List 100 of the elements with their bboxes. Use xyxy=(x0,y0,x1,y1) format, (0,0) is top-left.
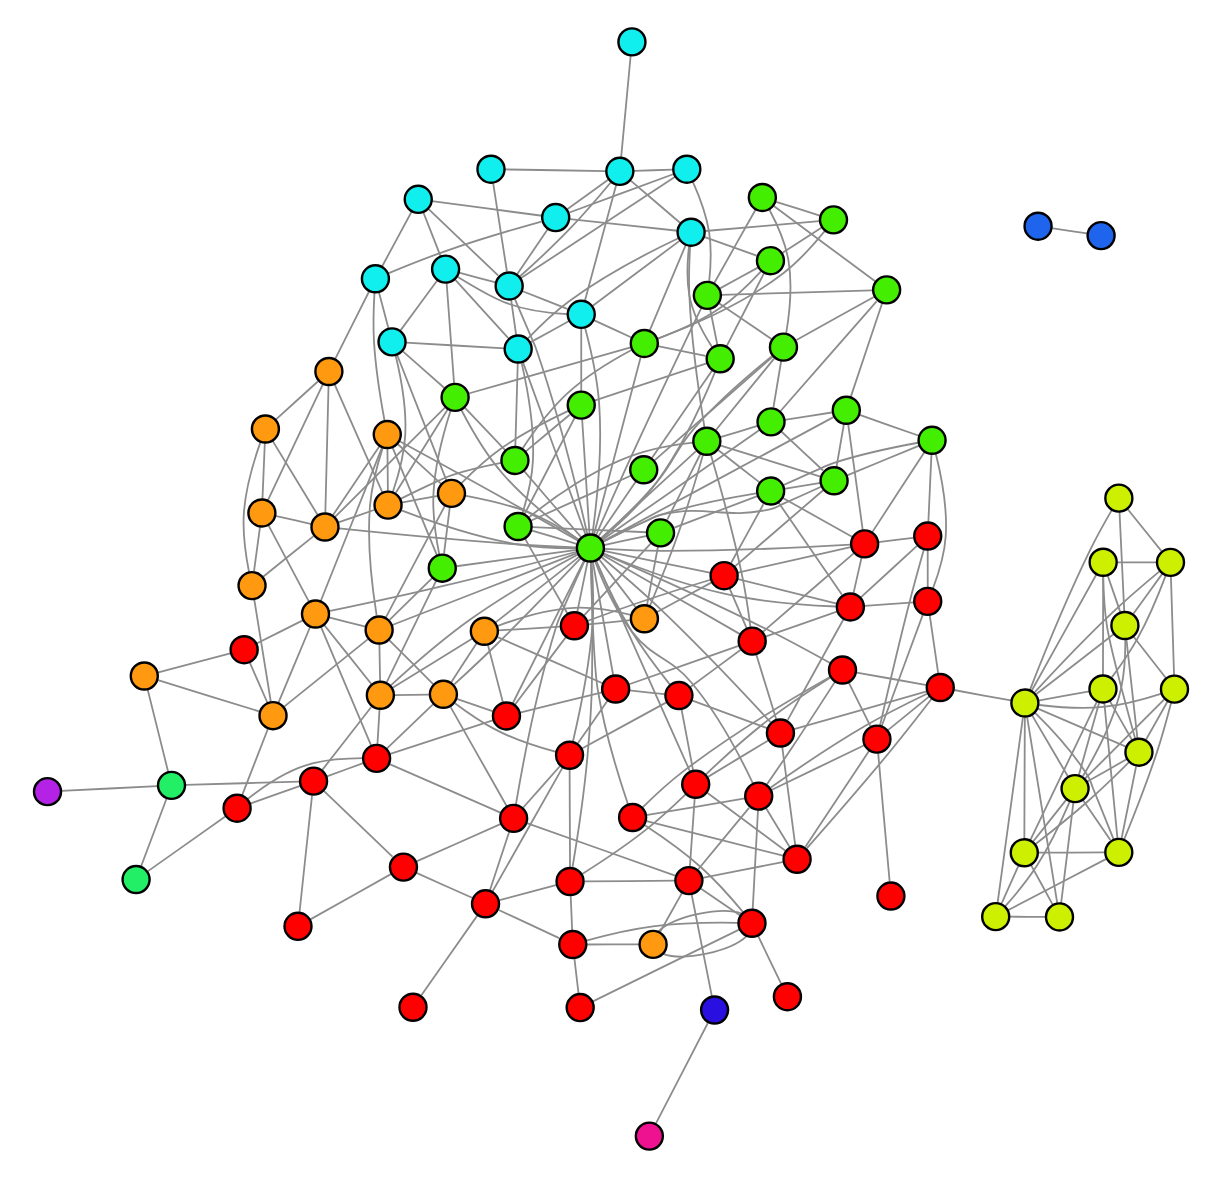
connector xyxy=(567,767,570,868)
node-circle xyxy=(299,599,330,629)
connector xyxy=(687,797,695,868)
node-circle xyxy=(371,419,401,450)
node-circle xyxy=(360,743,391,774)
connector xyxy=(782,411,832,421)
connector xyxy=(689,893,712,998)
connector xyxy=(1006,858,1106,912)
connector xyxy=(567,173,674,214)
connector xyxy=(390,354,406,494)
connector xyxy=(580,418,590,535)
connector xyxy=(1109,574,1166,679)
connector xyxy=(568,895,573,932)
connector xyxy=(1076,701,1100,777)
connector xyxy=(380,210,412,268)
node-circle xyxy=(1059,773,1089,804)
node-circle xyxy=(912,586,942,617)
connector xyxy=(273,380,318,421)
node-circle xyxy=(554,866,584,897)
node-circle xyxy=(708,560,738,591)
node-circle xyxy=(861,724,891,754)
connector xyxy=(1122,701,1171,841)
connector xyxy=(444,282,454,385)
connector xyxy=(387,763,501,814)
connector xyxy=(421,211,441,257)
connector xyxy=(273,515,312,525)
connector xyxy=(599,555,771,724)
connector xyxy=(846,423,863,531)
connector xyxy=(732,489,824,568)
connector xyxy=(583,183,617,302)
node-circle xyxy=(359,264,390,294)
connector xyxy=(491,181,507,273)
node-circle xyxy=(771,982,802,1012)
connector xyxy=(455,275,568,315)
connector xyxy=(575,699,608,745)
connector xyxy=(1025,716,1058,904)
node-circle xyxy=(493,271,523,301)
node-circle xyxy=(468,616,499,646)
connector xyxy=(1003,801,1070,908)
connector xyxy=(1059,801,1074,905)
connector xyxy=(708,453,751,628)
connector xyxy=(384,703,433,750)
connector xyxy=(1083,698,1164,780)
connector xyxy=(665,453,701,521)
connector xyxy=(530,526,647,534)
connector xyxy=(521,361,586,536)
connector xyxy=(656,910,743,933)
connector xyxy=(493,556,579,624)
connector xyxy=(395,353,447,482)
connector xyxy=(769,744,865,792)
connector xyxy=(1033,711,1114,841)
connector xyxy=(654,581,712,614)
connector xyxy=(1080,638,1126,778)
connector xyxy=(700,860,784,879)
node-circle xyxy=(31,776,62,807)
connector xyxy=(525,237,679,340)
connector xyxy=(452,702,557,753)
connector xyxy=(771,359,782,409)
connector xyxy=(719,289,873,296)
connector xyxy=(792,690,927,731)
connector xyxy=(652,355,773,462)
connector xyxy=(387,576,433,621)
connector xyxy=(252,598,271,703)
connector xyxy=(1029,573,1097,692)
node-circle xyxy=(429,254,460,284)
connector xyxy=(628,179,680,224)
connector xyxy=(763,610,838,638)
connector xyxy=(497,884,557,901)
connector xyxy=(781,497,852,538)
connector xyxy=(254,619,304,645)
connector xyxy=(592,356,641,536)
connector xyxy=(1032,570,1160,694)
node-circle xyxy=(297,766,328,796)
node-circle xyxy=(764,718,795,748)
connector xyxy=(583,879,676,883)
connector xyxy=(601,549,711,574)
connector xyxy=(583,327,600,536)
node-circle xyxy=(564,992,594,1023)
connector xyxy=(602,534,647,546)
connector xyxy=(952,689,1011,702)
connector xyxy=(325,762,364,778)
connector xyxy=(1022,716,1025,840)
connector xyxy=(1115,561,1157,564)
connector xyxy=(601,552,837,608)
connector xyxy=(515,228,548,275)
node-circle xyxy=(553,740,584,770)
connector xyxy=(452,557,581,686)
connector xyxy=(688,648,741,689)
connector xyxy=(449,642,477,684)
connector xyxy=(519,175,676,279)
connector xyxy=(594,559,690,773)
connector xyxy=(845,444,920,477)
node-circle xyxy=(1022,211,1052,241)
connector xyxy=(495,606,631,628)
node-circle xyxy=(781,844,811,874)
connector xyxy=(642,824,744,914)
connector xyxy=(580,701,667,750)
connector xyxy=(1143,700,1168,741)
node-circle xyxy=(912,521,942,551)
connector xyxy=(265,383,323,502)
